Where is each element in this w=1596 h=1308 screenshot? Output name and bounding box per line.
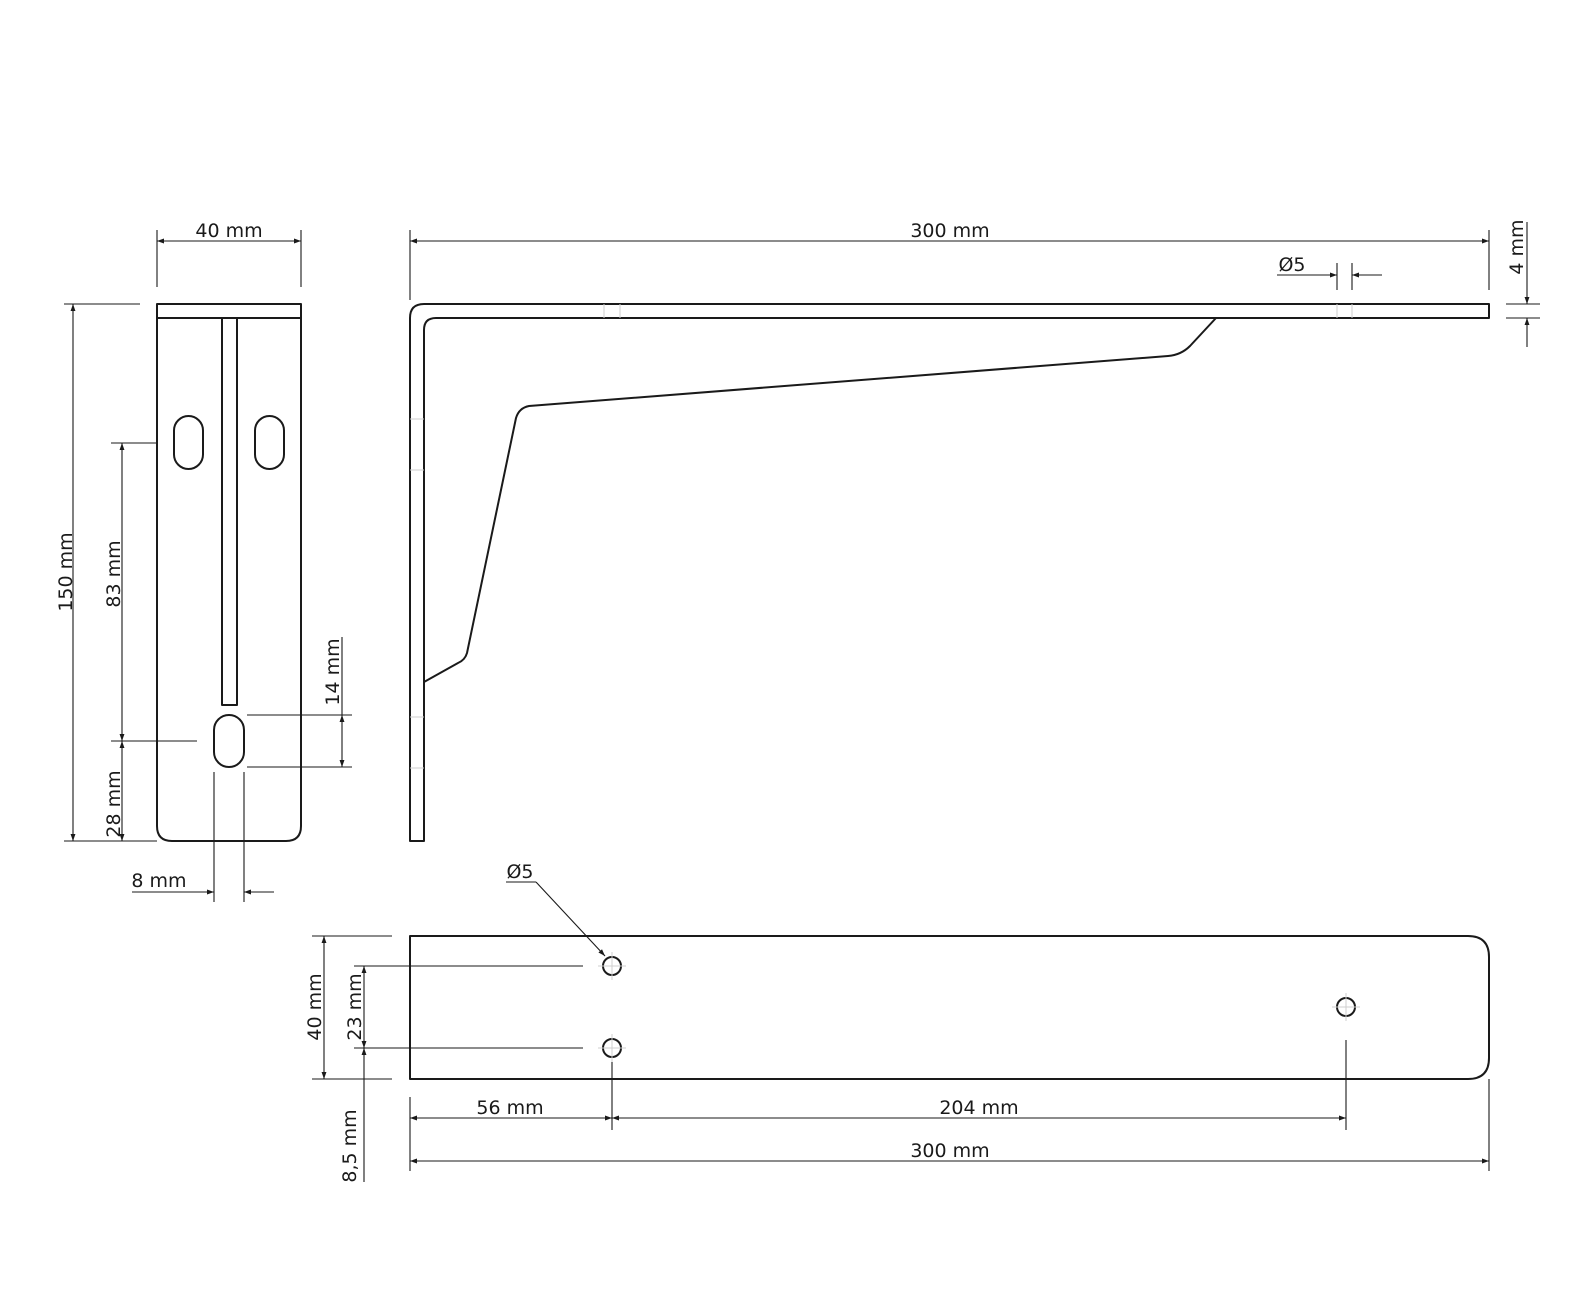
top-hole-spacing-label: 23 mm bbox=[344, 973, 366, 1040]
top-plate-outline bbox=[409, 935, 1490, 1080]
front-slot-left bbox=[173, 415, 204, 470]
side-hole-diameter-label: Ø5 bbox=[1278, 254, 1305, 276]
front-center-rib bbox=[221, 317, 238, 706]
top-hole-diameter-leader bbox=[535, 881, 606, 957]
side-gusset-outline bbox=[423, 317, 1217, 683]
side-length-label: 300 mm bbox=[910, 220, 989, 242]
front-view: 40 mm 150 mm 83 mm 28 mm 14 mm 8 mm bbox=[55, 220, 352, 902]
top-hole-distance-label: 204 mm bbox=[939, 1097, 1018, 1119]
front-bottom-offset-label: 28 mm bbox=[103, 770, 125, 837]
top-edge-offset-label: 8,5 mm bbox=[339, 1109, 361, 1182]
side-view: 300 mm Ø5 4 mm bbox=[409, 219, 1540, 842]
front-slot-height-label: 14 mm bbox=[322, 638, 344, 705]
front-height-label: 150 mm bbox=[55, 532, 77, 611]
front-slot-center-label: 83 mm bbox=[103, 540, 125, 607]
top-hole-diameter-label: Ø5 bbox=[506, 861, 533, 883]
top-hole-1 bbox=[598, 952, 626, 980]
side-thickness-label: 4 mm bbox=[1506, 219, 1528, 274]
side-profile-outline bbox=[409, 303, 1490, 842]
front-slot-right bbox=[254, 415, 285, 470]
front-width-label: 40 mm bbox=[195, 220, 262, 242]
top-view: Ø5 40 mm 23 mm 8,5 mm 56 mm 204 mm 300 m… bbox=[304, 861, 1490, 1183]
top-length-label: 300 mm bbox=[910, 1140, 989, 1162]
top-first-hole-label: 56 mm bbox=[476, 1097, 543, 1119]
top-width-label: 40 mm bbox=[304, 973, 326, 1040]
front-plate-outline bbox=[156, 303, 302, 842]
top-hole-3 bbox=[1332, 993, 1360, 1021]
front-slot-width-label: 8 mm bbox=[131, 870, 186, 892]
top-hole-2 bbox=[598, 1034, 626, 1062]
front-slot-bottom bbox=[213, 714, 245, 768]
